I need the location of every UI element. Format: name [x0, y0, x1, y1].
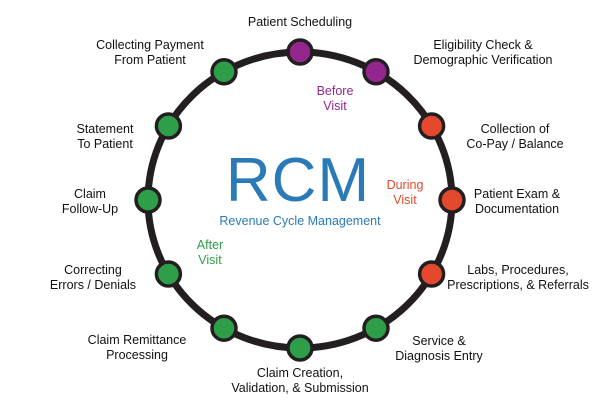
stage-label-service-diagnosis: Service & Diagnosis Entry	[395, 334, 483, 363]
phase-label-before: Before Visit	[316, 84, 354, 113]
center-subtitle: Revenue Cycle Management	[219, 214, 381, 228]
stage-label-claim-follow-up: Claim Follow-Up	[61, 187, 119, 216]
phase-label-after: After Visit	[196, 238, 224, 267]
stage-node	[134, 186, 162, 214]
stage-label-claim-creation: Claim Creation, Validation, & Submission	[231, 366, 369, 395]
stage-node	[362, 58, 390, 86]
stage-label-statement-to-patient: Statement To Patient	[76, 122, 134, 151]
stage-node	[417, 112, 446, 140]
stage-node	[438, 186, 466, 214]
stage-node	[286, 38, 314, 66]
center-title: RCM	[225, 146, 371, 215]
stage-label-patient-exam: Patient Exam & Documentation	[473, 187, 561, 216]
stage-node	[286, 334, 314, 362]
stage-label-eligibility-check: Eligibility Check & Demographic Verifica…	[413, 38, 553, 67]
stage-label-collecting-payment: Collecting Payment From Patient	[96, 38, 204, 67]
stage-node	[362, 314, 390, 342]
stage-label-labs-procedures: Labs, Procedures, Prescriptions, & Refer…	[447, 263, 589, 292]
stage-node	[210, 58, 238, 86]
stage-node	[154, 260, 183, 288]
phase-label-during: During Visit	[386, 178, 424, 207]
stage-label-claim-remittance: Claim Remittance Processing	[87, 333, 187, 362]
stage-node	[210, 314, 238, 342]
stage-label-patient-scheduling: Patient Scheduling	[247, 15, 353, 29]
stage-label-correcting-errors: Correcting Errors / Denials	[49, 263, 137, 292]
stage-node	[154, 112, 183, 140]
stage-label-copay-collection: Collection of Co-Pay / Balance	[466, 122, 564, 151]
stage-node	[417, 260, 446, 288]
